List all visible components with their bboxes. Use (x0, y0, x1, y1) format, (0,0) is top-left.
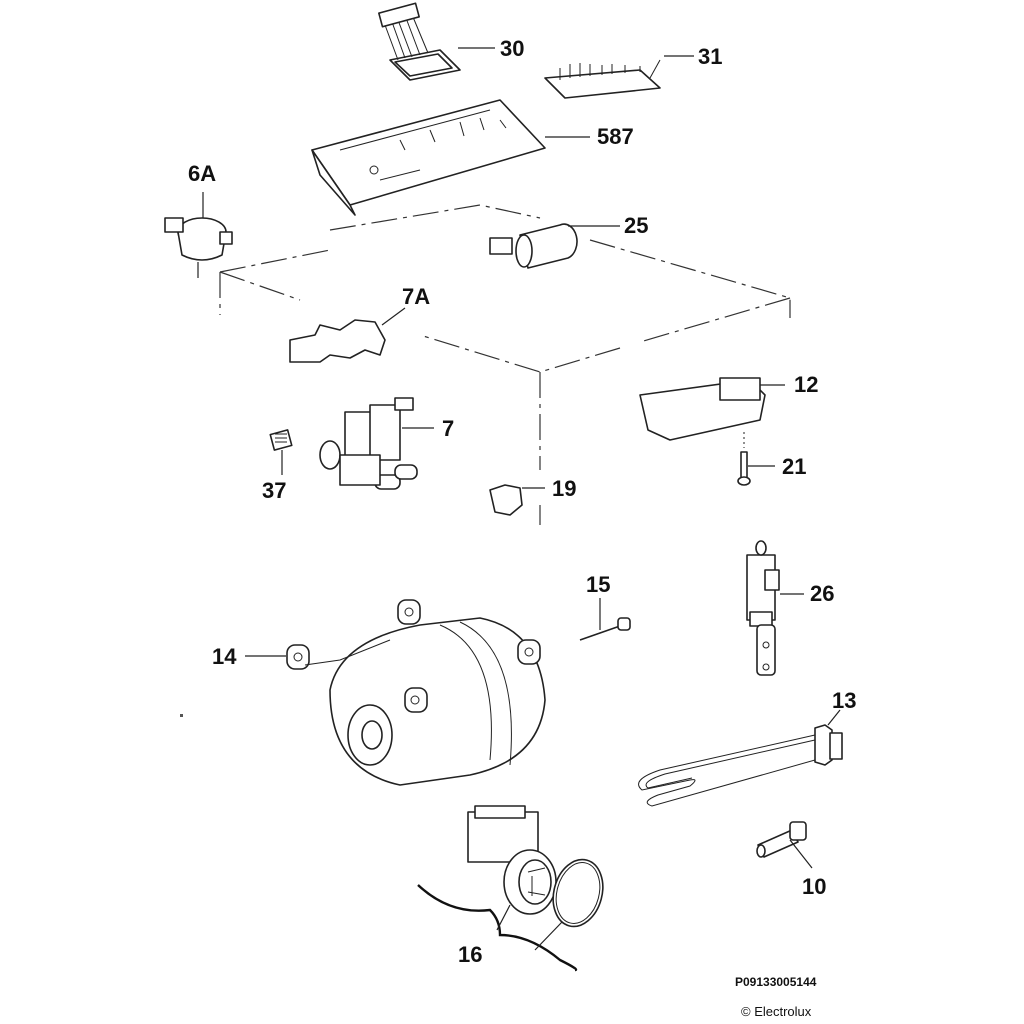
part-7-inlet-valve[interactable] (319, 397, 434, 490)
diagram-code: P09133005144 (735, 975, 817, 989)
label-13: 13 (832, 688, 857, 713)
label-7a: 7A (402, 284, 431, 309)
part-10-temperature-sensor[interactable] (756, 821, 813, 869)
part-30-display-board[interactable] (378, 2, 495, 81)
label-7: 7 (442, 416, 455, 441)
label-14: 14 (212, 644, 237, 669)
part-587-control-module[interactable] (311, 99, 590, 216)
label-26: 26 (810, 581, 835, 606)
part-14-motor[interactable] (245, 599, 546, 786)
part-13-heating-element[interactable] (638, 709, 843, 807)
part-31-button-panel[interactable] (544, 55, 694, 99)
label-21: 21 (782, 454, 807, 479)
housing-outline (219, 204, 791, 525)
label-30: 30 (500, 36, 525, 61)
copyright: © Electrolux (741, 1004, 812, 1019)
part-19-clip[interactable] (489, 484, 545, 516)
label-12: 12 (794, 372, 819, 397)
part-37-filter[interactable] (269, 429, 293, 475)
label-587: 587 (597, 124, 634, 149)
label-37: 37 (262, 478, 287, 503)
label-31: 31 (698, 44, 723, 69)
label-19: 19 (552, 476, 577, 501)
artifact-dot (180, 714, 183, 717)
part-6a-pressure-switch[interactable] (164, 192, 233, 278)
part-25-capacitor[interactable] (489, 223, 620, 269)
part-16-drain-pump[interactable] (417, 805, 610, 972)
part-15-bolt[interactable] (579, 598, 631, 641)
label-16: 16 (458, 942, 483, 967)
part-26-sensor[interactable] (746, 540, 804, 676)
part-12-door-interlock[interactable] (639, 377, 785, 441)
part-21-screw[interactable] (737, 432, 775, 486)
part-7a-bracket[interactable] (289, 307, 406, 363)
label-10: 10 (802, 874, 827, 899)
label-6a: 6A (188, 161, 217, 186)
label-15: 15 (586, 572, 611, 597)
label-25: 25 (624, 213, 649, 238)
